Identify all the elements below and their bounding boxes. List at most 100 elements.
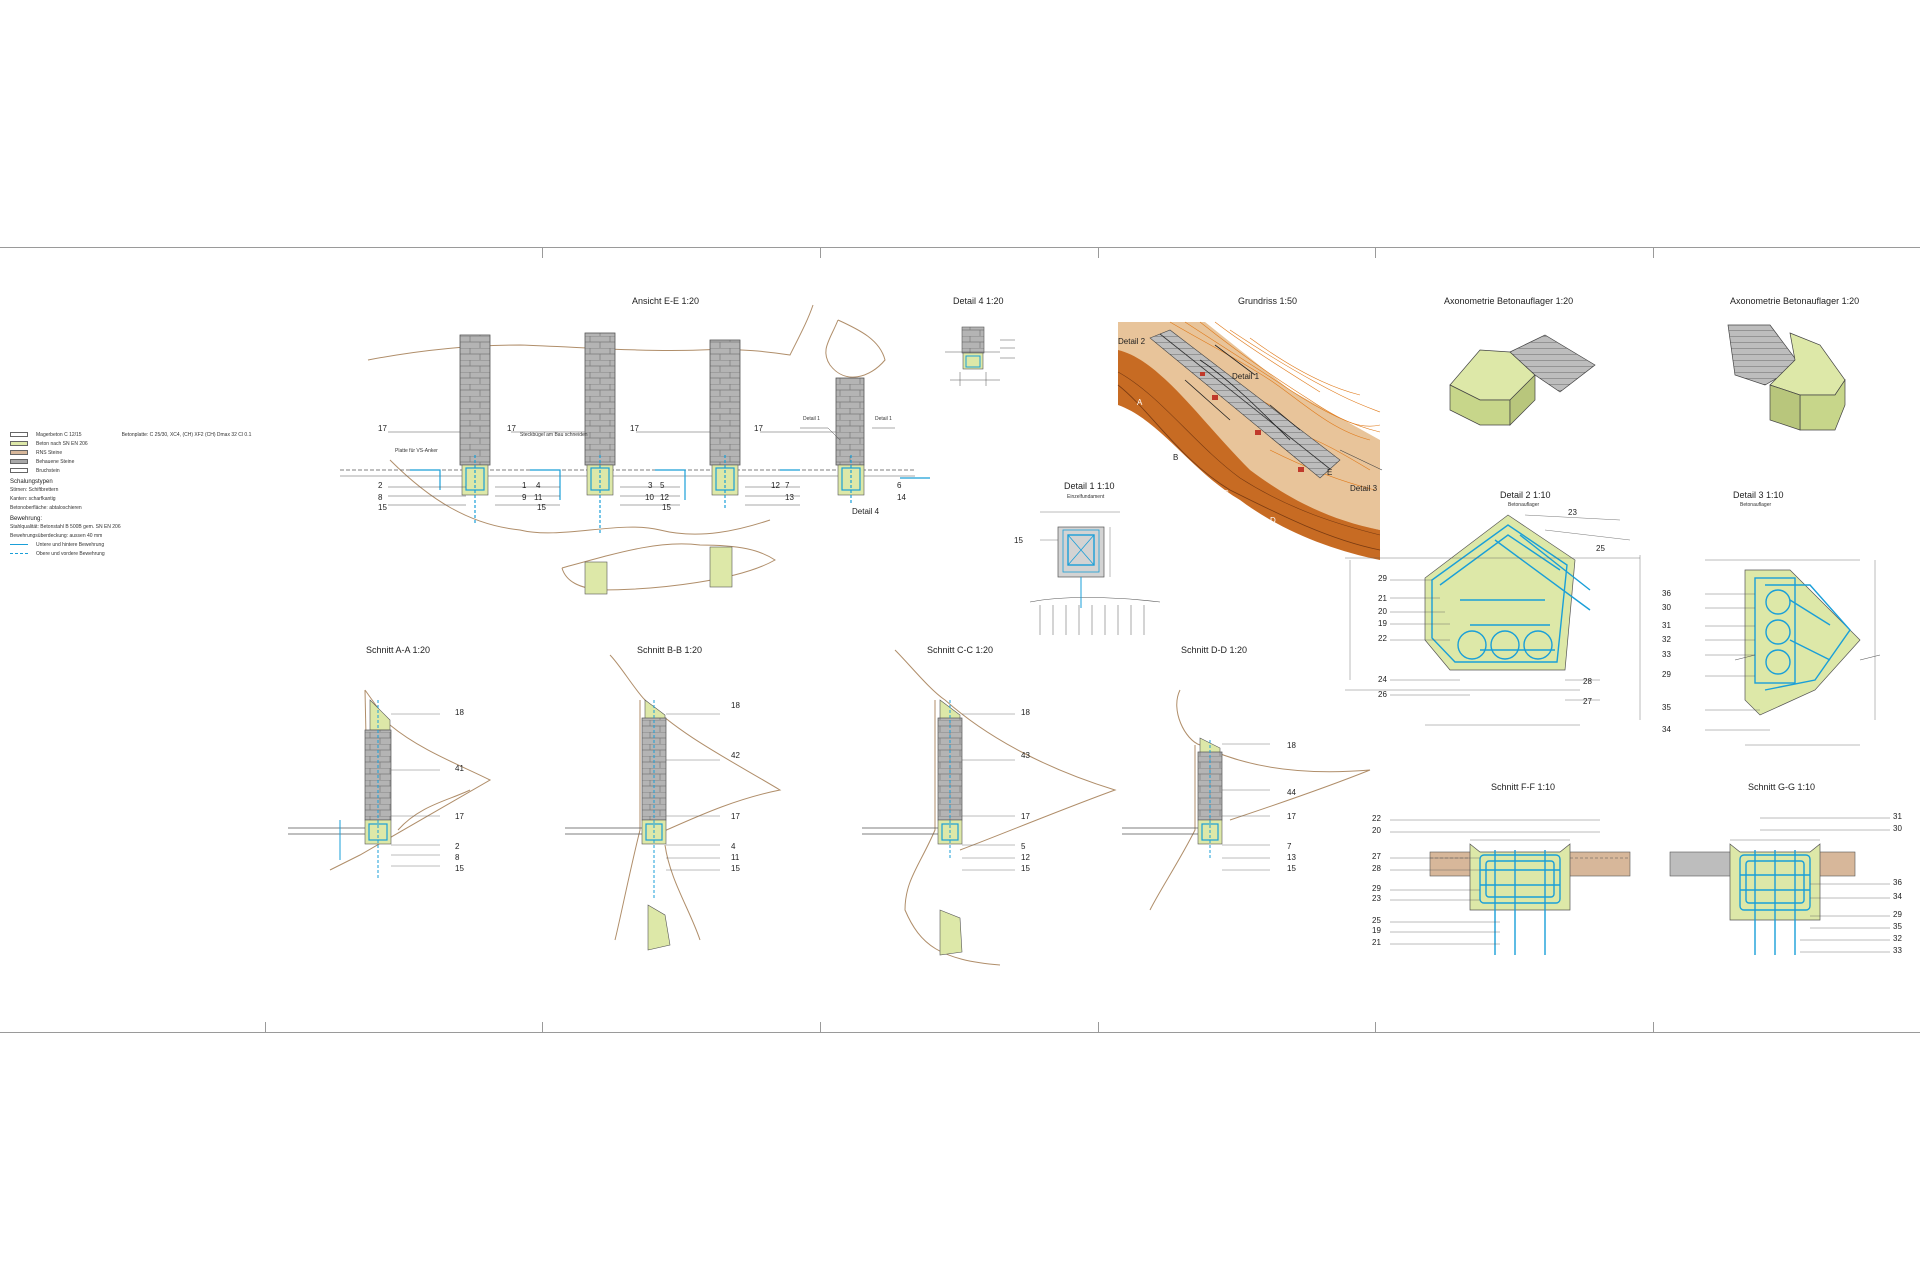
subtitle-detail1: Einzelfundament (1067, 494, 1105, 500)
legend-betonplatte: Betonplatte: C 25/30, XC4, (CH) XF2 (CH)… (121, 431, 252, 438)
gg-number: 36 (1893, 878, 1902, 887)
sheet-tick (820, 248, 821, 258)
label-platte: Platte für VS-Anker (395, 448, 438, 454)
ansicht-ee-view (340, 304, 930, 595)
detail2-number: 27 (1583, 697, 1592, 706)
legend-label: Magerbeton C 12/15 (36, 431, 82, 438)
title-schnitt-ff: Schnitt F-F 1:10 (1491, 782, 1556, 792)
schnitt-gg-view (1669, 817, 1890, 955)
grundriss-letter-c: C (1223, 489, 1229, 498)
grundriss-letter-b: B (1173, 453, 1179, 462)
legend-line-dash (10, 553, 28, 554)
ansicht-number: 12 (771, 481, 780, 490)
grundriss-letter-a: A (1137, 398, 1143, 407)
schnitt-cc-number: 15 (1021, 864, 1030, 873)
detail3-number: 36 (1662, 589, 1671, 598)
legend-row: RNS Steine (10, 448, 270, 457)
legend-swatch (10, 432, 28, 437)
detail3-view (1705, 559, 1881, 746)
schnitt-cc-number: 5 (1021, 842, 1026, 851)
tag-detail-2: Detail 2 (1118, 337, 1146, 346)
gg-number: 29 (1893, 910, 1902, 919)
ansicht-number: 5 (660, 481, 665, 490)
legend: Magerbeton C 12/15 Betonplatte: C 25/30, … (10, 430, 270, 558)
legend-swatch (10, 450, 28, 455)
ff-number: 23 (1372, 894, 1381, 903)
detail3-number: 34 (1662, 725, 1671, 734)
detail2-number: 28 (1583, 677, 1592, 686)
sheet-tick (1375, 1022, 1376, 1032)
sheet-tick (1098, 248, 1099, 258)
legend-row: Bruchstein (10, 466, 270, 475)
detail4-view (945, 326, 1015, 386)
ansicht-number: 2 (378, 481, 383, 490)
detail2-view (1345, 514, 1641, 726)
schnitt-dd-number: 7 (1287, 842, 1292, 851)
label-detail1-ansicht: Detail 1 (803, 416, 820, 422)
ff-number: 29 (1372, 884, 1381, 893)
ff-number: 28 (1372, 864, 1381, 873)
detail2-number: 21 (1378, 594, 1387, 603)
ansicht-number: 8 (378, 493, 383, 502)
detail2-number: 24 (1378, 675, 1387, 684)
legend-row: Magerbeton C 12/15 Betonplatte: C 25/30, … (10, 430, 270, 439)
schnitt-bb-number: 17 (731, 812, 740, 821)
schnitt-aa-number: 2 (455, 842, 460, 851)
ff-number: 20 (1372, 826, 1381, 835)
schnitt-aa-number: 41 (455, 764, 464, 773)
detail2-number: 26 (1378, 690, 1387, 699)
schnitt-dd-view (1122, 689, 1371, 911)
title-ansicht-ee: Ansicht E-E 1:20 (632, 296, 700, 306)
legend-swatch (10, 459, 28, 464)
schnitt-cc-number: 17 (1021, 812, 1030, 821)
detail3-number: 31 (1662, 621, 1671, 630)
legend-line-solid (10, 544, 28, 545)
sheet-tick (265, 1022, 266, 1032)
sheet-tick (1653, 248, 1654, 258)
grundriss-view (1117, 321, 1383, 560)
detail3-number: 29 (1662, 670, 1671, 679)
legend-row: Behauene Steine (10, 457, 270, 466)
schnitt-cc-number: 18 (1021, 708, 1030, 717)
schnitt-aa-number: 17 (455, 812, 464, 821)
title-schnitt-aa: Schnitt A-A 1:20 (366, 645, 431, 655)
schnitt-aa-view (288, 689, 492, 880)
axo-1-view (1449, 334, 1596, 426)
schnitt-dd-number: 15 (1287, 864, 1296, 873)
legend-label: Obere und vordere Bewehrung (36, 550, 105, 557)
legend-text: Bewehrungsüberdeckung: aussen 40 mm (10, 532, 103, 539)
ansicht-number: 11 (534, 493, 543, 502)
schnitt-bb-number: 18 (731, 701, 740, 710)
gg-number: 35 (1893, 922, 1902, 931)
title-schnitt-gg: Schnitt G-G 1:10 (1748, 782, 1816, 792)
ansicht-number: 3 (648, 481, 653, 490)
grundriss-letter-e: E (1327, 468, 1333, 477)
detail2-number: 19 (1378, 619, 1387, 628)
ansicht-number: 17 (754, 424, 763, 433)
gg-number: 30 (1893, 824, 1902, 833)
grundriss-letter-d: D (1270, 516, 1276, 525)
schnitt-bb-number: 11 (731, 853, 740, 862)
legend-text: Kanten: scharfkantig (10, 495, 56, 502)
ansicht-number: 14 (897, 493, 906, 502)
ansicht-number: 12 (660, 493, 669, 502)
ansicht-number: 13 (785, 493, 794, 502)
ansicht-number: 15 (537, 503, 546, 512)
ansicht-number: 7 (785, 481, 790, 490)
title-axo-2: Axonometrie Betonauflager 1:20 (1730, 296, 1860, 306)
schnitt-dd-number: 13 (1287, 853, 1296, 862)
title-detail4: Detail 4 1:20 (953, 296, 1004, 306)
tag-detail-3: Detail 3 (1350, 484, 1378, 493)
detail3-number: 35 (1662, 703, 1671, 712)
title-detail3: Detail 3 1:10 (1733, 490, 1784, 500)
schnitt-dd-number: 17 (1287, 812, 1296, 821)
subtitle-detail2: Betonauflager (1508, 502, 1540, 508)
ff-number: 22 (1372, 814, 1381, 823)
legend-label: RNS Steine (36, 449, 63, 456)
detail2-number: 20 (1378, 607, 1387, 616)
ansicht-number: 10 (645, 493, 654, 502)
title-schnitt-bb: Schnitt B-B 1:20 (637, 645, 703, 655)
schnitt-aa-number: 15 (455, 864, 464, 873)
legend-row: Obere und vordere Bewehrung (10, 549, 270, 558)
legend-label: Bruchstein (36, 467, 60, 474)
